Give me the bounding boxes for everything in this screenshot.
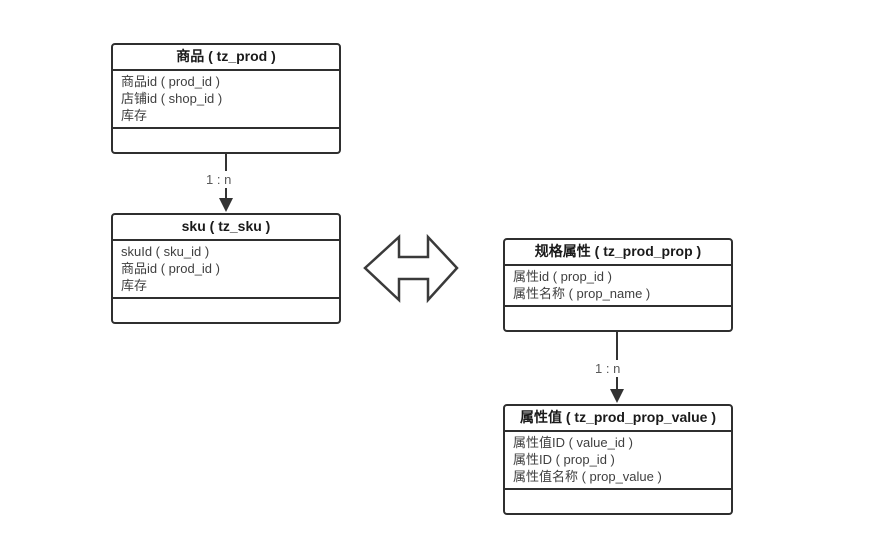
- entity-table-prod-prop: 规格属性 ( tz_prod_prop ) 属性id ( prop_id ) 属…: [503, 238, 733, 332]
- entity-fields: skuId ( sku_id ) 商品id ( prod_id ) 库存: [113, 241, 339, 299]
- entity-field: 店铺id ( shop_id ): [121, 91, 223, 106]
- entity-field: 属性值名称 ( prop_value ): [513, 469, 662, 484]
- arrowhead-down-icon: [610, 389, 624, 403]
- entity-field: 属性ID ( prop_id ): [513, 452, 615, 467]
- entity-fields: 商品id ( prod_id ) 店铺id ( shop_id ) 库存: [113, 71, 339, 129]
- entity-fields: 属性id ( prop_id ) 属性名称 ( prop_name ): [505, 266, 731, 307]
- entity-field: 商品id ( prod_id ): [121, 74, 220, 89]
- entity-title: 属性值 ( tz_prod_prop_value ): [505, 406, 731, 432]
- entity-table-prod: 商品 ( tz_prod ) 商品id ( prod_id ) 店铺id ( s…: [111, 43, 341, 154]
- entity-field: skuId ( sku_id ): [121, 244, 210, 259]
- entity-field: 属性名称 ( prop_name ): [513, 286, 651, 301]
- entity-table-sku: sku ( tz_sku ) skuId ( sku_id ) 商品id ( p…: [111, 213, 341, 324]
- entity-title: sku ( tz_sku ): [113, 215, 339, 241]
- entity-title: 商品 ( tz_prod ): [113, 45, 339, 71]
- entity-field: 商品id ( prod_id ): [121, 261, 220, 276]
- entity-fields: 属性值ID ( value_id ) 属性ID ( prop_id ) 属性值名…: [505, 432, 731, 490]
- entity-field: 属性值ID ( value_id ): [513, 435, 633, 450]
- entity-field: 库存: [121, 108, 148, 123]
- entity-footer: [505, 490, 731, 513]
- entity-field: 属性id ( prop_id ): [513, 269, 612, 284]
- entity-footer: [113, 299, 339, 322]
- relation-cardinality-label: 1 : n: [592, 360, 624, 377]
- entity-table-prod-prop-value: 属性值 ( tz_prod_prop_value ) 属性值ID ( value…: [503, 404, 733, 515]
- entity-field: 库存: [121, 278, 148, 293]
- arrowhead-down-icon: [219, 198, 233, 212]
- bidirectional-arrow-icon: [363, 233, 459, 304]
- entity-title: 规格属性 ( tz_prod_prop ): [505, 240, 731, 266]
- relation-cardinality-label: 1 : n: [203, 171, 235, 188]
- entity-footer: [113, 129, 339, 152]
- entity-footer: [505, 307, 731, 330]
